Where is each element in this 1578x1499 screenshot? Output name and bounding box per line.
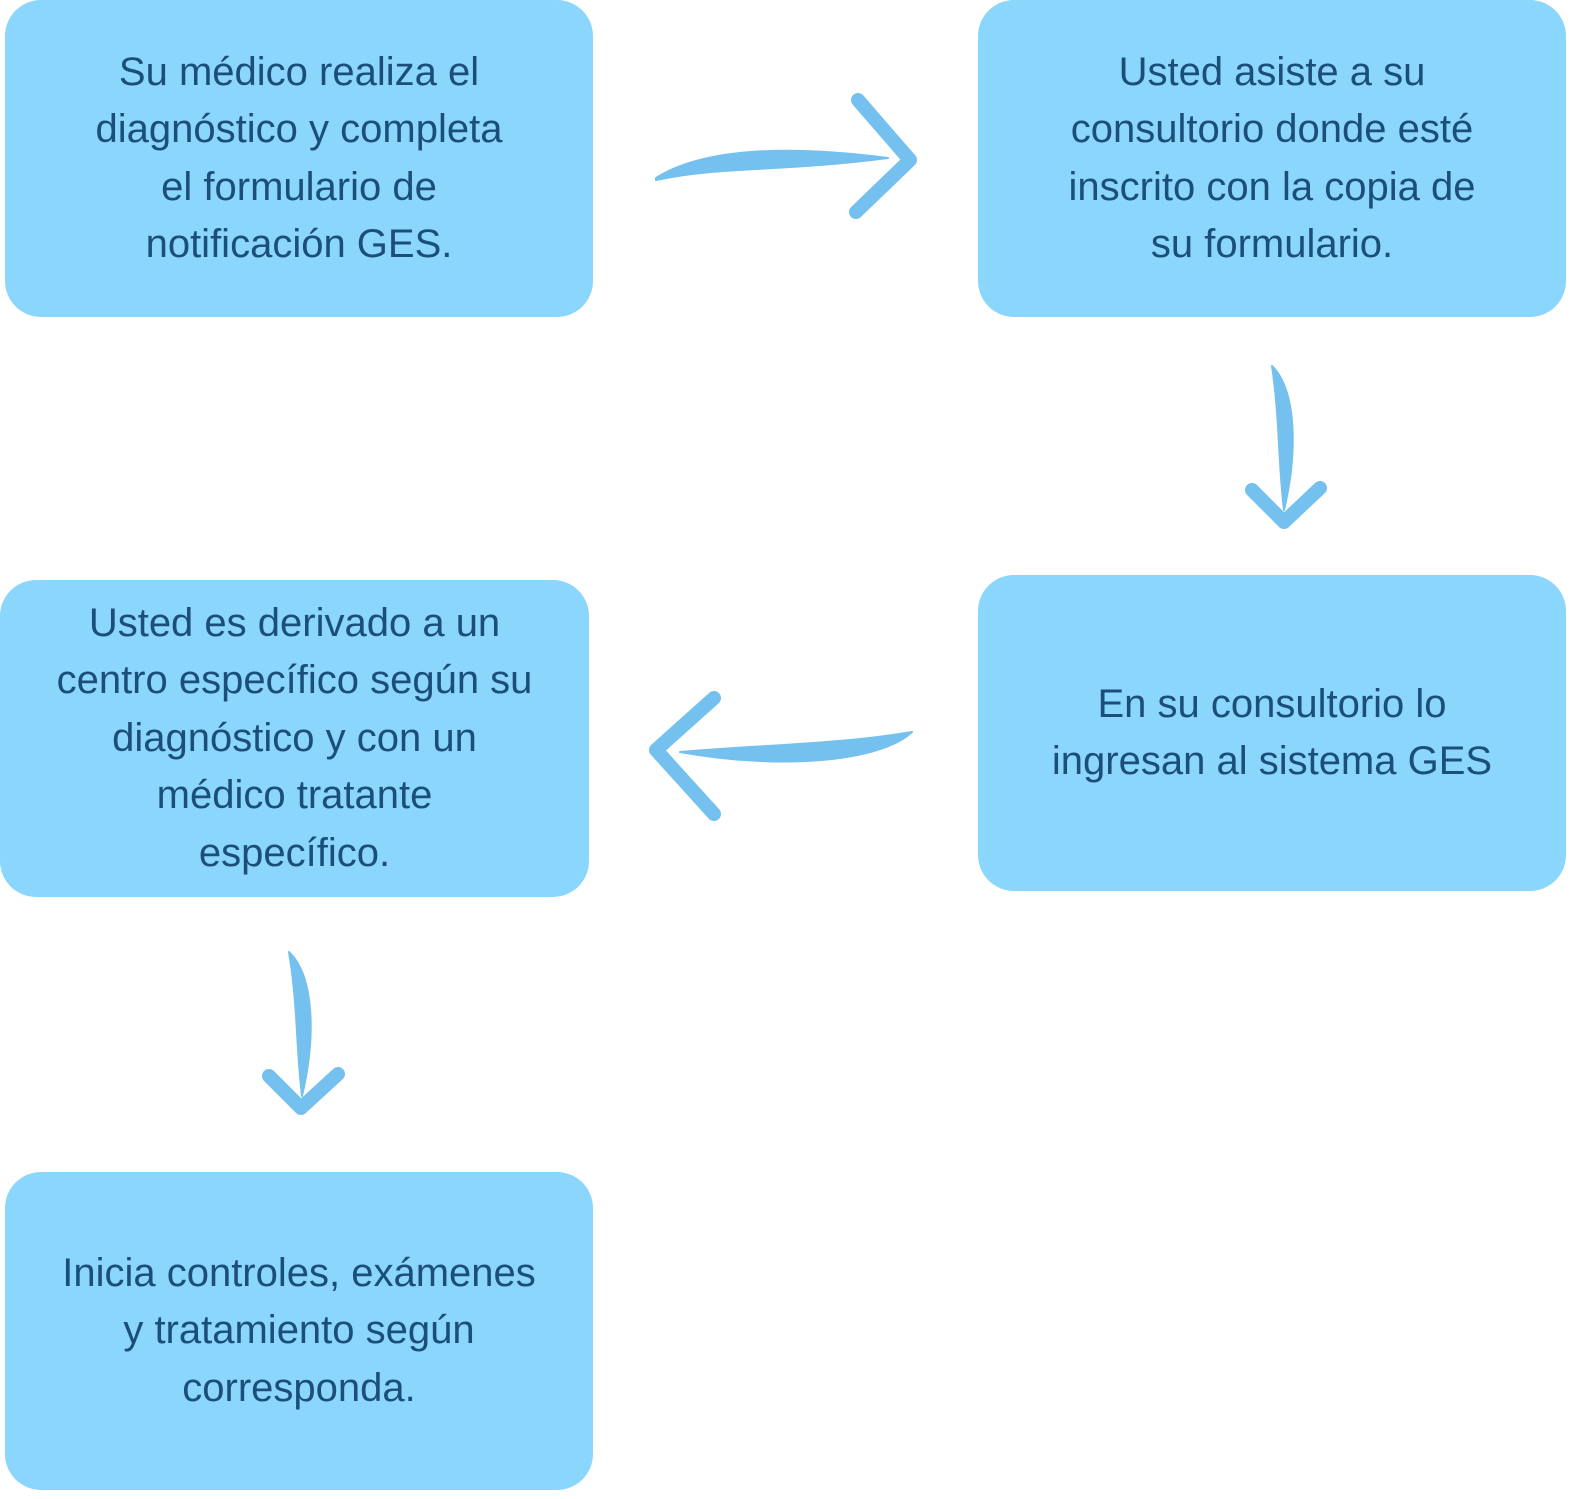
step-4-text: Usted es derivado a un centro específico… — [56, 600, 533, 875]
step-3-box: En su consultorio lo ingresan al sistema… — [978, 575, 1566, 891]
step-2-box: Usted asiste a su consultorio donde esté… — [978, 0, 1566, 317]
step-1-text: Su médico realiza el diagnóstico y compl… — [95, 49, 503, 267]
step-1-box: Su médico realiza el diagnóstico y compl… — [5, 0, 593, 317]
step-4-box: Usted es derivado a un centro específico… — [0, 580, 589, 897]
step-5-text: Inicia controles, exámenes y tratamiento… — [62, 1250, 536, 1410]
step-2-text: Usted asiste a su consultorio donde esté… — [1068, 49, 1476, 267]
step-3-text: En su consultorio lo ingresan al sistema… — [1051, 681, 1493, 784]
step-5-box: Inicia controles, exámenes y tratamiento… — [5, 1172, 593, 1490]
